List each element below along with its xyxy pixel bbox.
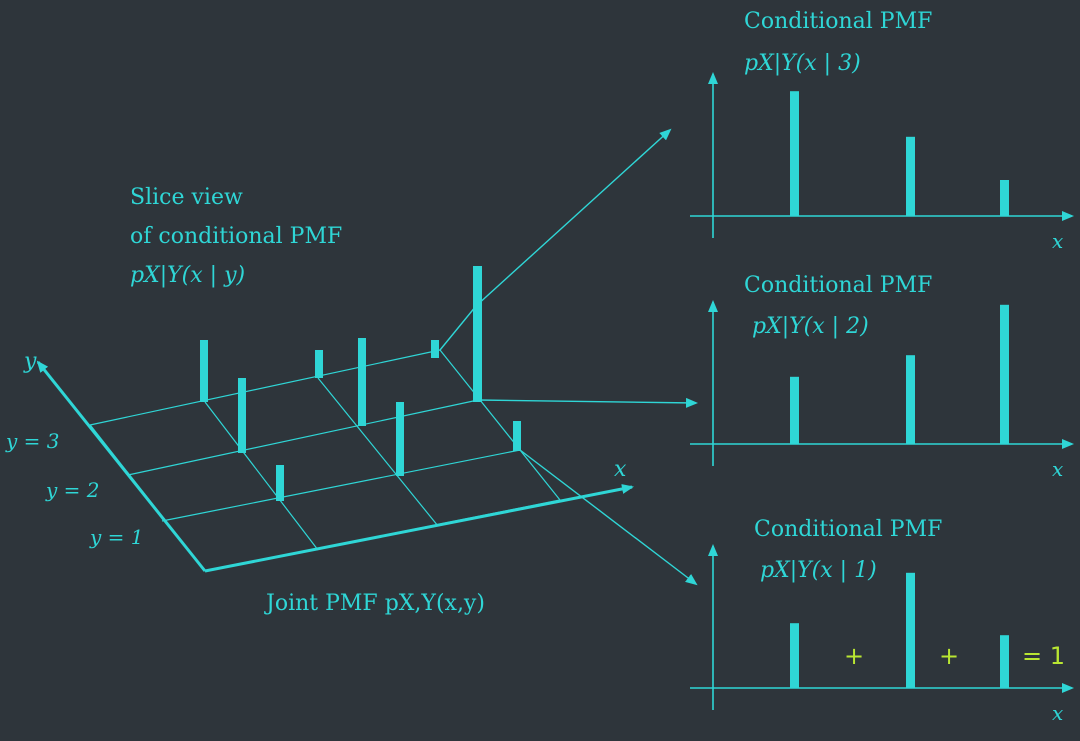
panel-title: Conditional PMF bbox=[754, 517, 942, 542]
joint-bar-x3-y2 bbox=[473, 266, 482, 402]
joint-bar-x1-y2 bbox=[238, 378, 246, 453]
joint-bar-x1-y3 bbox=[200, 340, 208, 402]
joint-bar-x2-y1 bbox=[396, 402, 404, 476]
y-level-1: y = 1 bbox=[89, 525, 144, 549]
panel-formula: pX|Y(x | 2) bbox=[752, 314, 869, 339]
panel-x-label: x bbox=[1052, 457, 1063, 481]
joint-bar-x2-y2 bbox=[358, 338, 366, 426]
conditional-panel-3: Conditional PMF pX|Y(x | 1) x bbox=[690, 517, 1074, 725]
grid-row-y3 bbox=[89, 349, 441, 426]
conditional-panel-2: Conditional PMF pX|Y(x | 2) x bbox=[690, 273, 1074, 481]
joint-bar-x2-y3 bbox=[315, 350, 323, 378]
y-axis-arrow bbox=[36, 360, 207, 572]
joint-bar-x1-y1 bbox=[276, 465, 284, 501]
panel-formula: pX|Y(x | 1) bbox=[760, 558, 877, 583]
conditional-bar-1 bbox=[790, 623, 799, 688]
conditional-bar-2 bbox=[906, 355, 915, 444]
x-axis-label: x bbox=[614, 457, 627, 482]
panel-title: Conditional PMF bbox=[744, 273, 932, 298]
grid-row-y1 bbox=[161, 449, 521, 522]
panel-formula: pX|Y(x | 3) bbox=[744, 51, 861, 76]
conditional-bar-1 bbox=[790, 376, 799, 444]
joint-pmf-3d bbox=[36, 128, 698, 586]
annotation-plus-2: + bbox=[939, 642, 959, 670]
connector-to-mid-panel bbox=[477, 397, 698, 408]
grid-col-2 bbox=[317, 377, 439, 527]
conditional-bar-3 bbox=[1000, 304, 1009, 444]
grid-row-y2 bbox=[127, 399, 479, 476]
annotation-plus-1: + bbox=[844, 642, 864, 670]
conditional-bar-1 bbox=[790, 91, 799, 216]
conditional-bar-2 bbox=[906, 136, 915, 216]
slice-view-formula: pX|Y(x | y) bbox=[130, 263, 245, 288]
x-axis-arrow bbox=[204, 484, 634, 573]
slice-view-line2: of conditional PMF bbox=[130, 224, 342, 249]
grid-col-3 bbox=[439, 349, 561, 501]
panel-x-label: x bbox=[1052, 701, 1063, 725]
conditional-panel-1: Conditional PMF pX|Y(x | 3) x bbox=[690, 9, 1074, 253]
slice-view-line1: Slice view bbox=[130, 185, 243, 210]
annotation-equals-one: = 1 bbox=[1022, 642, 1065, 670]
joint-pmf-caption: Joint PMF pX,Y(x,y) bbox=[264, 591, 485, 616]
panel-title: Conditional PMF bbox=[744, 9, 932, 34]
grid-col-1 bbox=[204, 401, 319, 551]
y-axis-label: y bbox=[23, 349, 37, 374]
joint-bar-x3-y3 bbox=[431, 340, 439, 358]
conditional-bar-3 bbox=[1000, 180, 1009, 216]
y-level-3: y = 3 bbox=[5, 429, 60, 453]
conditional-bar-3 bbox=[1000, 635, 1009, 688]
y-level-2: y = 2 bbox=[45, 478, 100, 502]
joint-bar-x3-y1 bbox=[513, 421, 521, 451]
connector-to-bottom-panel bbox=[519, 449, 698, 586]
joint-bars bbox=[200, 266, 521, 501]
panel-x-label: x bbox=[1052, 229, 1063, 253]
conditional-bar-2 bbox=[906, 572, 915, 688]
